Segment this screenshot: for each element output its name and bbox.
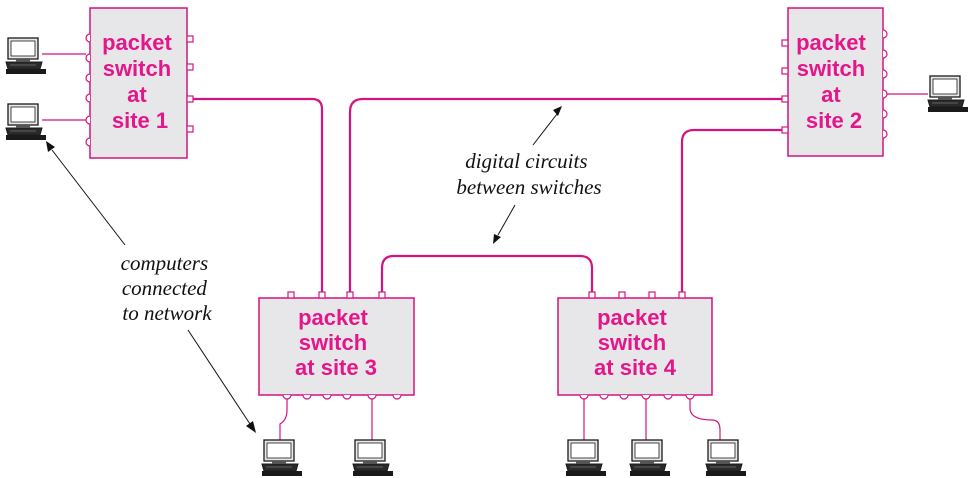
switch-site1-line3: at [127,82,147,107]
switch-site1-line4: site 1 [112,108,168,133]
annotation-computers: computers connected to network [46,141,256,433]
computer-icon [629,439,671,477]
switch-site2-label: packet switch at site 2 [796,30,872,133]
switch-site4-line3: at site 4 [594,355,677,380]
switch-site3-label: packet switch at site 3 [295,305,377,380]
computer-icon [565,439,607,477]
switch-site3-line1: packet [298,305,368,330]
computer-cables [42,53,928,440]
switch-site1-right-ports [186,35,194,133]
switch-site1-label: packet switch at site 1 [102,30,178,133]
circuit-site3-site4 [380,254,594,292]
switch-site2-left-ports [781,39,789,134]
switch-site4-line1: packet [597,305,667,330]
switch-site2-line1: packet [796,30,866,55]
switch-site4-bottom-ports [579,394,695,400]
computer-icon [261,439,303,477]
switch-site3-line2: switch [299,330,367,355]
computers-note-line2: connected [122,276,208,300]
circuits-note-line2: between switches [456,175,601,199]
computers-note-line1: computers [121,251,209,275]
switch-site3-top-ports [287,291,386,299]
circuits-note-line1: digital circuits [465,149,587,173]
switch-site4-label: packet switch at site 4 [594,305,677,380]
computer-icon [5,37,47,75]
computers-note: computers connected to network [121,251,214,325]
computers-note-line3: to network [122,301,212,325]
switch-site2-line3: at [821,82,841,107]
switch-site3-line3: at site 3 [295,355,377,380]
circuit-site1-site3 [193,97,324,292]
switch-site2-line4: site 2 [806,108,862,133]
computer-icon [5,103,47,141]
computer-icon [705,439,747,477]
switch-site1-left-ports [85,33,91,147]
switch-site4-line2: switch [598,330,666,355]
switch-site1-line1: packet [102,30,172,55]
circuits-note: digital circuits between switches [456,149,601,199]
packet-switch-site3: packet switch at site 3 [258,291,415,400]
digital-circuits [193,97,782,292]
circuit-site2-site4 [680,128,782,292]
computer-icon [352,439,394,477]
packet-switch-site2: packet switch at site 2 [781,7,888,157]
arrow-head [246,421,256,433]
packet-switch-site1: packet switch at site 1 [85,7,194,159]
switch-site2-line2: switch [797,56,865,81]
packet-switch-site4: packet switch at site 4 [557,291,713,400]
arrow-head [46,141,55,152]
arrow-head [493,234,501,244]
computer-icon [927,75,969,113]
switch-site4-top-ports [588,291,686,299]
annotation-digital-circuits: digital circuits between switches [456,106,602,244]
arrow-head [553,106,562,116]
switch-site1-line2: switch [103,56,171,81]
circuit-site3-site2 [348,97,782,292]
